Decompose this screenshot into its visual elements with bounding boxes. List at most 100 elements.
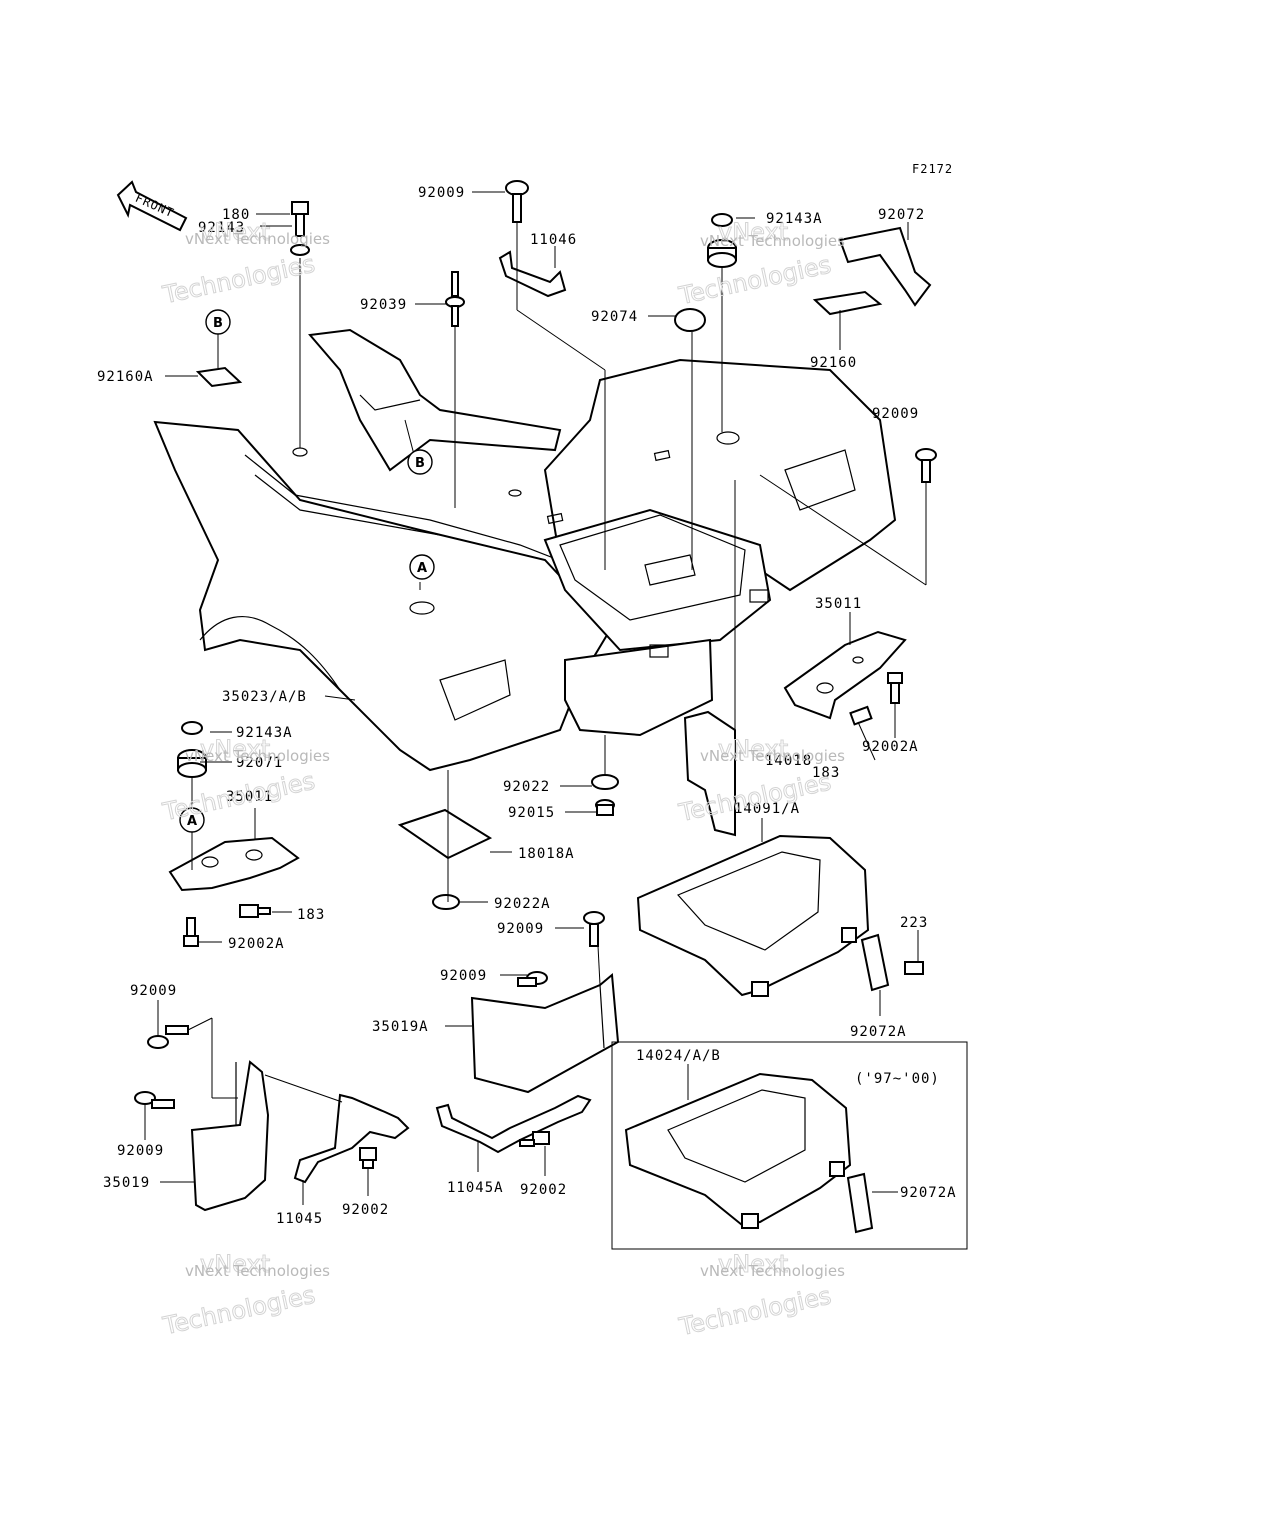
svg-text:Technologies: Technologies: [160, 250, 318, 310]
front-arrow-icon: FRONT: [116, 180, 188, 232]
svg-text:A: A: [417, 561, 427, 576]
part-labels: 92009 11046 180 92143 92143A 92072 92039…: [97, 185, 957, 1227]
label-223: 223: [900, 915, 928, 931]
strap-92072A-box: [846, 1172, 874, 1234]
watermark-1: vNext vNext Technologies Technologies: [159, 218, 330, 310]
bolt-92009-mid: [583, 911, 605, 947]
label-183-right: 183: [812, 765, 840, 781]
svg-text:Technologies: Technologies: [160, 1281, 318, 1341]
bolt-92002-b: [519, 1131, 550, 1147]
label-92009-right: 92009: [872, 406, 919, 422]
pin-92039: [445, 271, 465, 327]
label-92002A-right: 92002A: [862, 739, 919, 755]
label-35011-left: 35011: [226, 789, 273, 805]
label-35023AB: 35023/A/B: [222, 689, 307, 705]
watermark-2: vNext vNext Technologies Technologies: [675, 218, 845, 311]
watermark-6: vNext vNext Technologies Technologies: [676, 1250, 846, 1342]
label-92143-top: 92143: [198, 220, 245, 236]
svg-text:Technologies: Technologies: [676, 251, 834, 311]
label-14018: 14018: [765, 753, 812, 769]
grommet-92022: [591, 774, 619, 790]
bracket-35011-right: [783, 630, 907, 720]
label-92143A-left: 92143A: [236, 725, 293, 741]
label-92039: 92039: [360, 297, 407, 313]
label-92143A-top: 92143A: [766, 211, 823, 227]
svg-text:vNext: vNext: [200, 218, 270, 246]
damper-92143A-left: [177, 721, 207, 778]
svg-text:vNext: vNext: [718, 735, 788, 763]
svg-text:B: B: [213, 316, 223, 331]
bolt-92002A-left: [183, 917, 199, 947]
bracket-11046: [498, 250, 567, 298]
label-14024AB: 14024/A/B: [636, 1048, 721, 1064]
bracket-35011-left: [168, 836, 300, 892]
label-92022: 92022: [503, 779, 550, 795]
bolt-180: [290, 201, 310, 256]
bolt-92009-bl2: [134, 1091, 175, 1109]
label-92009-top: 92009: [418, 185, 465, 201]
cover-14091A: [636, 834, 870, 997]
strap-92072: [838, 226, 932, 307]
svg-text:vNext Technologies: vNext Technologies: [700, 747, 845, 765]
rear-fender-body: [153, 328, 897, 772]
label-92072A-top: 92072A: [850, 1024, 907, 1040]
label-14091A: 14091/A: [734, 801, 800, 817]
label-11045A: 11045A: [447, 1180, 504, 1196]
label-92002A-left: 92002A: [228, 936, 285, 952]
leader-lines: [144, 191, 927, 1205]
label-35019: 35019: [103, 1175, 150, 1191]
label-180: 180: [222, 207, 250, 223]
svg-text:vNext Technologies: vNext Technologies: [700, 232, 845, 250]
tag-a-left: A: [179, 807, 205, 833]
svg-text:vNext: vNext: [718, 1250, 788, 1278]
pad-92160: [812, 290, 883, 316]
bolt-92009-right: [915, 448, 937, 483]
grommet-92074: [674, 308, 706, 332]
svg-text:vNext Technologies: vNext Technologies: [185, 230, 330, 248]
label-35011-right: 35011: [815, 596, 862, 612]
label-18018A: 18018A: [518, 846, 575, 862]
bracket-35019: [190, 1060, 270, 1212]
label-92009-mid2: 92009: [440, 968, 487, 984]
bracket-11045A: [435, 1094, 592, 1154]
bolt-183-right: [849, 705, 873, 726]
screw-223: [904, 961, 924, 975]
svg-text:vNext: vNext: [718, 218, 788, 246]
label-92009-mid: 92009: [497, 921, 544, 937]
tag-a-body: A: [409, 554, 435, 580]
bracket-11045: [293, 1093, 410, 1184]
bolt-183-left: [239, 904, 271, 918]
label-11046: 11046: [530, 232, 577, 248]
pad-92160A: [195, 366, 243, 388]
watermark-5: vNext vNext Technologies Technologies: [159, 1250, 330, 1341]
watermark-3: vNext vNext Technologies Technologies: [159, 735, 330, 827]
svg-text:vNext Technologies: vNext Technologies: [185, 747, 330, 765]
label-92071: 92071: [236, 755, 283, 771]
bolt-92002-a: [359, 1147, 377, 1169]
figure-code: F2172: [912, 162, 953, 176]
label-92160: 92160: [810, 355, 857, 371]
label-92009-bl1: 92009: [130, 983, 177, 999]
pad-18018A: [397, 808, 493, 860]
label-92072: 92072: [878, 207, 925, 223]
nut-92015: [595, 799, 615, 816]
bolt-92009-mid2: [517, 971, 548, 987]
svg-text:A: A: [187, 814, 197, 829]
svg-text:vNext: vNext: [200, 1250, 270, 1278]
damper-92143A-top: [707, 213, 737, 268]
bolt-92002A-right: [887, 672, 903, 704]
bolt-92009-top: [505, 180, 529, 223]
variant-box: [611, 1041, 968, 1250]
label-92009-bl2: 92009: [117, 1143, 164, 1159]
label-92002-b: 92002: [520, 1182, 567, 1198]
tag-b-body: B: [407, 449, 433, 475]
label-92074: 92074: [591, 309, 638, 325]
svg-text:B: B: [415, 456, 425, 471]
strap-92072A-top: [860, 933, 890, 992]
label-92015: 92015: [508, 805, 555, 821]
label-92160A: 92160A: [97, 369, 154, 385]
svg-text:Technologies: Technologies: [676, 1281, 834, 1341]
bolt-92009-bl1: [147, 1025, 189, 1049]
label-92072A-box: 92072A: [900, 1185, 957, 1201]
